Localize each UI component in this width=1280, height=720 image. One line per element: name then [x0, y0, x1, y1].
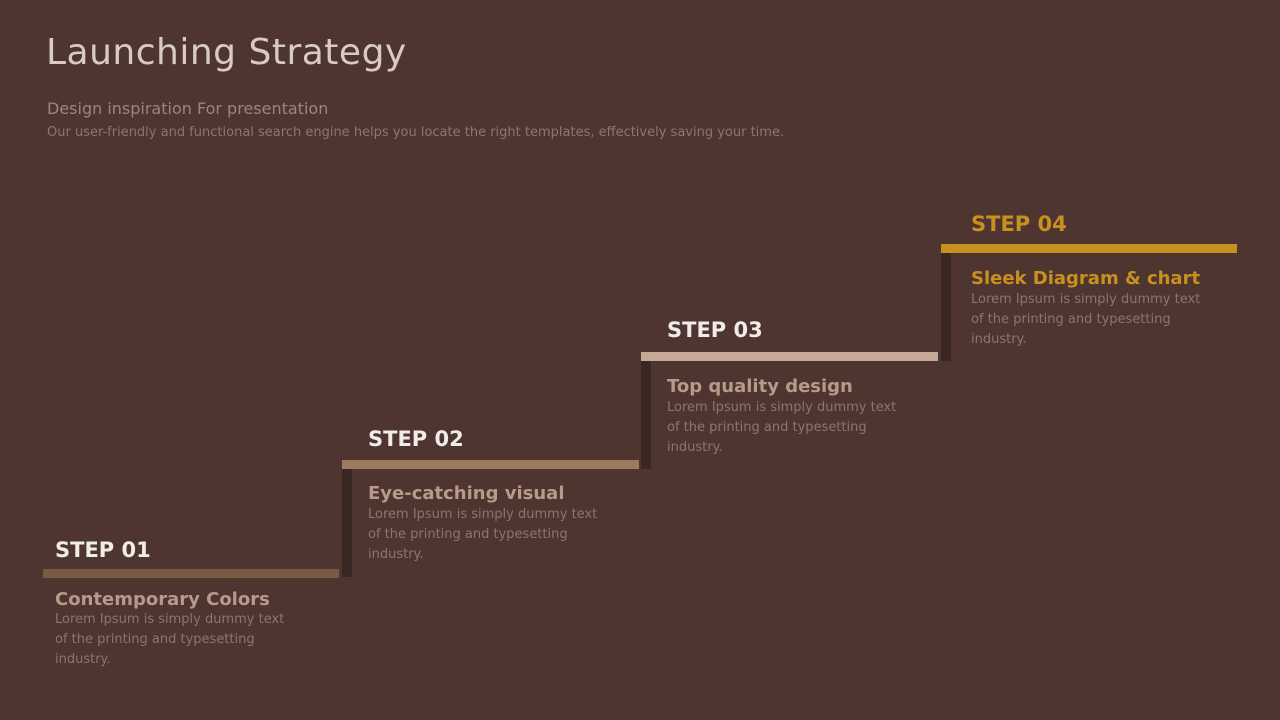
step-04-title: Sleek Diagram & chart: [971, 268, 1201, 289]
step-04-bar: [941, 244, 1237, 253]
step-03-title: Top quality design: [667, 376, 853, 397]
page-description: Our user-friendly and functional search …: [47, 125, 785, 140]
step-03-bar: [641, 352, 938, 361]
step-01-desc: Lorem Ipsum is simply dummy text of the …: [55, 612, 285, 667]
step-01-bar: [43, 569, 339, 578]
step-04-desc: Lorem Ipsum is simply dummy text of the …: [971, 292, 1201, 347]
step-02-desc: Lorem Ipsum is simply dummy text of the …: [368, 507, 598, 562]
step-04-riser: [941, 253, 951, 361]
step-03-label: STEP 03: [667, 318, 763, 342]
page-subtitle: Design inspiration For presentation: [47, 99, 329, 118]
step-02-title: Eye-catching visual: [368, 483, 565, 504]
step-01-title: Contemporary Colors: [55, 589, 270, 610]
step-03-riser: [641, 361, 651, 469]
step-02-riser: [342, 469, 352, 577]
page-title: Launching Strategy: [46, 32, 407, 73]
step-01-label: STEP 01: [55, 538, 151, 562]
step-02-bar: [342, 460, 639, 469]
step-04-label: STEP 04: [971, 212, 1067, 236]
step-02-label: STEP 02: [368, 427, 464, 451]
step-03-desc: Lorem Ipsum is simply dummy text of the …: [667, 400, 897, 455]
